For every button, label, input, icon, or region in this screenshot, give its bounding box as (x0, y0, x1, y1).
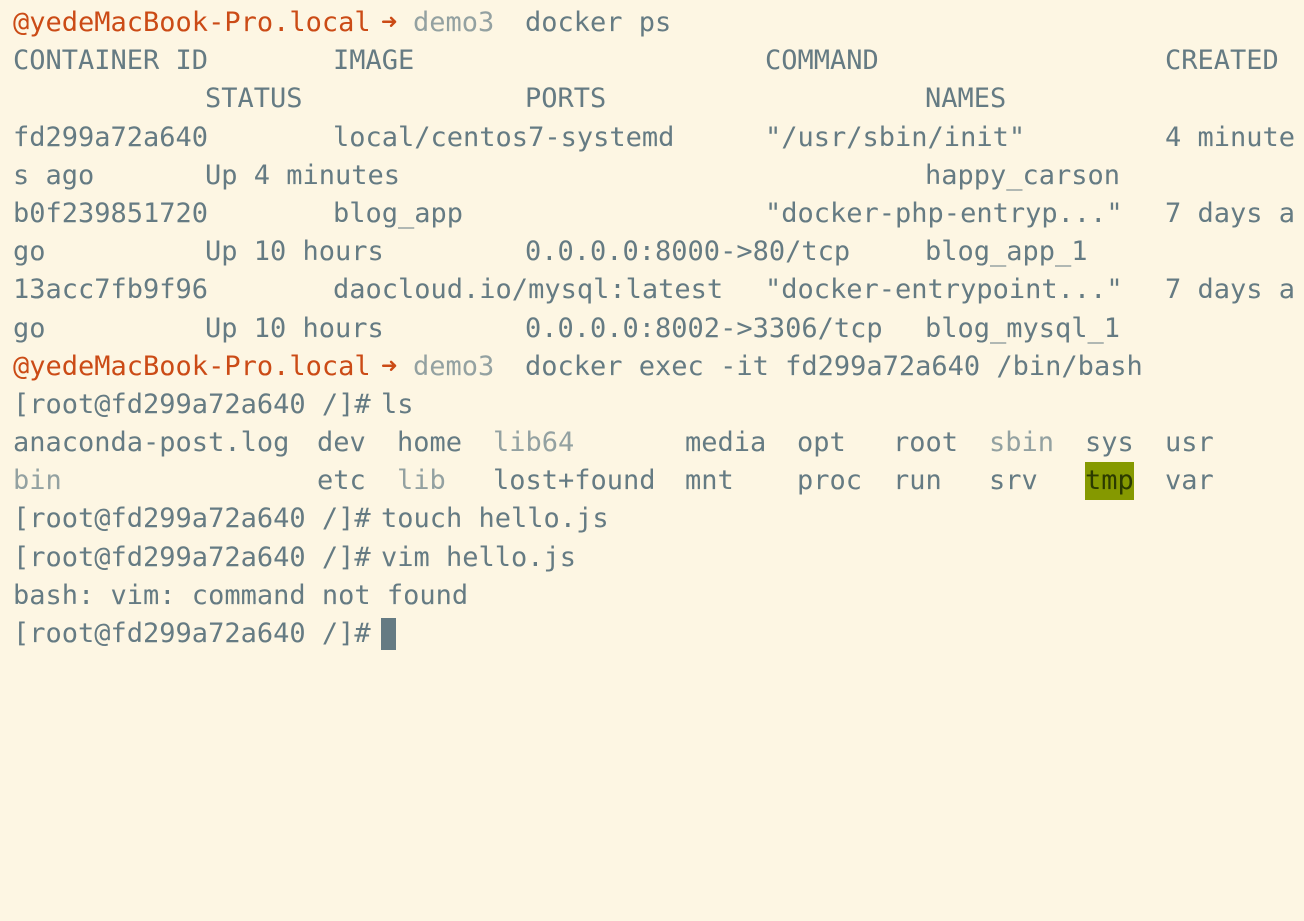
ls-entry: root (893, 427, 959, 459)
container-prompt: [root@fd299a72a640 /]# (13, 388, 371, 420)
container-prompt-line: [root@fd299a72a640 /]# ls (13, 386, 1304, 424)
cell-command: "/usr/sbin/init" (765, 121, 1026, 153)
cell-created: 7 days a (1165, 197, 1296, 229)
ls-entry: mnt (685, 465, 734, 497)
cell-status: Up 4 minutes (205, 159, 401, 191)
cell-container-id: fd299a72a640 (13, 121, 209, 153)
header-ports: PORTS (525, 83, 607, 115)
ls-entry: bin (13, 465, 62, 497)
container-prompt: [root@fd299a72a640 /]# (13, 541, 371, 573)
cell-names: happy_carson (925, 159, 1121, 191)
cell-status: Up 10 hours (205, 312, 384, 344)
cell-ports: 0.0.0.0:8002->3306/tcp (525, 312, 883, 344)
table-row: 13acc7fb9f96 daocloud.io/mysql:latest "d… (13, 271, 1304, 309)
cell-container-id: 13acc7fb9f96 (13, 274, 209, 306)
container-prompt: [root@fd299a72a640 /]# (13, 503, 371, 535)
ls-entry: dev (317, 427, 366, 459)
prompt-line: @yedeMacBook-Pro.local ➜ demo3 docker ps (13, 4, 1304, 42)
ls-entry: sbin (989, 427, 1055, 459)
ls-entry: proc (797, 465, 863, 497)
command-text: docker exec -it fd299a72a640 /bin/bash (525, 350, 1143, 382)
cell-container-id: b0f239851720 (13, 197, 209, 229)
cell-created-wrap: go (13, 312, 46, 344)
ls-entry: lib64 (493, 427, 575, 459)
ls-entry: usr (1165, 427, 1214, 459)
ls-entry: opt (797, 427, 846, 459)
cell-created: 4 minute (1165, 121, 1296, 153)
ls-entry: lost+found (493, 465, 656, 497)
cell-created-wrap: s ago (13, 159, 95, 191)
prompt-host: @yedeMacBook-Pro.local (13, 7, 371, 38)
table-row-continued: s ago Up 4 minutes happy_carson (13, 157, 1304, 195)
ls-entry: sys (1085, 427, 1134, 459)
header-created: CREATED (1165, 45, 1279, 77)
cell-command: "docker-php-entryp..." (765, 197, 1123, 229)
ls-output-row: bin etc lib lost+found mnt proc run srv … (13, 462, 1304, 501)
header-command: COMMAND (765, 45, 879, 77)
cell-names: blog_mysql_1 (925, 312, 1121, 344)
command-text: vim hello.js (381, 541, 577, 573)
table-header-row-continued: STATUS PORTS NAMES (13, 80, 1304, 118)
header-container-id: CONTAINER ID (13, 45, 209, 77)
cell-image: blog_app (333, 197, 464, 229)
container-prompt-line[interactable]: [root@fd299a72a640 /]# (13, 615, 1304, 653)
command-text: ls (381, 388, 414, 420)
ls-entry: anaconda-post.log (13, 427, 290, 459)
cell-created-wrap: go (13, 236, 46, 268)
prompt-host: @yedeMacBook-Pro.local (13, 350, 371, 382)
command-text: touch hello.js (381, 503, 609, 535)
header-names: NAMES (925, 83, 1007, 115)
header-status: STATUS (205, 83, 303, 115)
cell-names: blog_app_1 (925, 236, 1088, 268)
table-row-continued: go Up 10 hours 0.0.0.0:8000->80/tcp blog… (13, 233, 1304, 271)
ls-entry-highlighted: tmp (1085, 462, 1134, 501)
ls-entry: home (397, 427, 463, 459)
prompt-directory: demo3 (413, 7, 495, 38)
ls-entry: srv (989, 465, 1038, 497)
prompt-arrow-icon: ➜ (381, 7, 398, 38)
table-header-row: CONTAINER ID IMAGE COMMAND CREATED (13, 42, 1304, 80)
header-image: IMAGE (333, 45, 415, 77)
terminal-window[interactable]: @yedeMacBook-Pro.local ➜ demo3 docker ps… (0, 0, 1304, 654)
text-cursor[interactable] (381, 618, 396, 650)
cell-created: 7 days a (1165, 274, 1296, 306)
container-prompt-line: [root@fd299a72a640 /]# touch hello.js (13, 500, 1304, 538)
cell-image: local/centos7-systemd (333, 121, 675, 153)
ls-output-row: anaconda-post.log dev home lib64 media o… (13, 424, 1304, 462)
cell-image: daocloud.io/mysql:latest (333, 274, 724, 306)
ls-entry: media (685, 427, 767, 459)
table-row: b0f239851720 blog_app "docker-php-entryp… (13, 195, 1304, 233)
ls-entry: etc (317, 465, 366, 497)
prompt-directory: demo3 (413, 350, 495, 382)
prompt-line: @yedeMacBook-Pro.local ➜ demo3 docker ex… (13, 348, 1304, 386)
ls-entry: run (893, 465, 942, 497)
prompt-arrow-icon: ➜ (381, 350, 398, 382)
table-row-continued: go Up 10 hours 0.0.0.0:8002->3306/tcp bl… (13, 310, 1304, 348)
error-message: bash: vim: command not found (13, 579, 469, 611)
container-prompt-line: [root@fd299a72a640 /]# vim hello.js (13, 539, 1304, 577)
cell-command: "docker-entrypoint..." (765, 274, 1123, 306)
table-row: fd299a72a640 local/centos7-systemd "/usr… (13, 119, 1304, 157)
ls-entry: var (1165, 465, 1214, 497)
container-prompt: [root@fd299a72a640 /]# (13, 618, 371, 649)
cell-status: Up 10 hours (205, 236, 384, 268)
ls-entry: lib (397, 465, 446, 497)
cell-ports: 0.0.0.0:8000->80/tcp (525, 236, 851, 268)
error-output-line: bash: vim: command not found (13, 577, 1304, 615)
command-text: docker ps (525, 7, 672, 38)
